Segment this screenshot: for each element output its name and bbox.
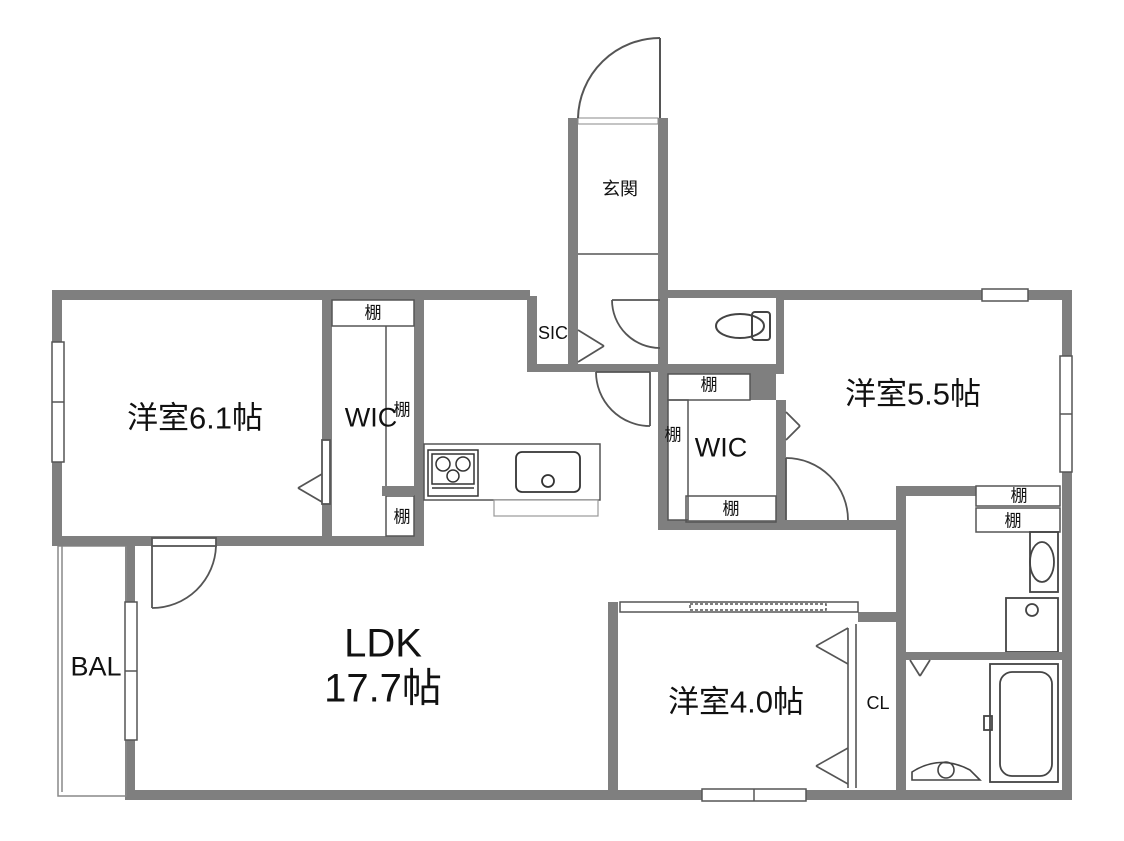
western-5-5-walls xyxy=(784,486,976,794)
shelf-label: 棚 xyxy=(1010,486,1028,506)
toilet-fixture xyxy=(715,311,771,341)
shelf-label: 棚 xyxy=(364,303,382,323)
hall-door xyxy=(595,371,651,427)
bathtub xyxy=(983,663,1059,783)
western-5-5-label: 洋室5.5帖 xyxy=(844,376,982,412)
entrance-door-frame xyxy=(577,117,659,125)
center-wic-walls xyxy=(658,372,786,530)
western-6-1-door xyxy=(297,439,331,505)
wic-door xyxy=(785,411,801,441)
western-5-5-door xyxy=(785,457,849,521)
bath-fixture xyxy=(911,761,982,781)
shelf-label: 棚 xyxy=(700,375,718,395)
north-window xyxy=(981,288,1029,302)
genkan-label: 玄関 xyxy=(602,179,638,199)
entrance-door xyxy=(577,37,661,119)
stove-icon xyxy=(427,449,479,497)
sic-door xyxy=(577,329,605,363)
toilet-room-walls xyxy=(660,296,784,374)
sink-icon xyxy=(515,451,581,493)
western-4-0-sliding-door xyxy=(619,601,859,613)
shelf-label: 棚 xyxy=(393,400,411,420)
balcony-door xyxy=(151,537,217,609)
shelf-label: 棚 xyxy=(722,499,740,519)
shelf-label: 棚 xyxy=(393,507,411,527)
wic-center-label: WIC xyxy=(694,432,748,463)
sic-label: SIC xyxy=(537,323,569,343)
wic-left-label: WIC xyxy=(344,402,398,433)
western-6-1-walls xyxy=(52,296,424,546)
western-4-0-walls xyxy=(608,602,898,798)
shelf-label: 棚 xyxy=(664,425,682,445)
wic-divider xyxy=(382,486,414,496)
bath-partition xyxy=(906,652,1066,660)
western-4-0-label: 洋室4.0帖 xyxy=(667,684,805,720)
toilet-door xyxy=(611,299,661,349)
balcony-window xyxy=(124,601,138,741)
bath-door xyxy=(909,659,931,677)
ldk-size-label: 17.7帖 xyxy=(324,666,442,711)
east-window xyxy=(1059,355,1073,473)
ldk-name-label: LDK xyxy=(344,621,422,666)
sanitary-shelving xyxy=(975,485,1061,533)
cl-label: CL xyxy=(866,693,890,713)
vanity-basin xyxy=(1029,531,1059,593)
south-window xyxy=(701,788,807,802)
entrance-walls xyxy=(527,118,668,372)
western-6-1-label: 洋室6.1帖 xyxy=(126,400,264,436)
center-wic-shelving xyxy=(667,373,777,523)
closet-doors xyxy=(815,624,857,788)
balcony-label: BAL xyxy=(70,651,122,682)
shelf-label: 棚 xyxy=(1004,511,1022,531)
west-window xyxy=(51,341,65,463)
